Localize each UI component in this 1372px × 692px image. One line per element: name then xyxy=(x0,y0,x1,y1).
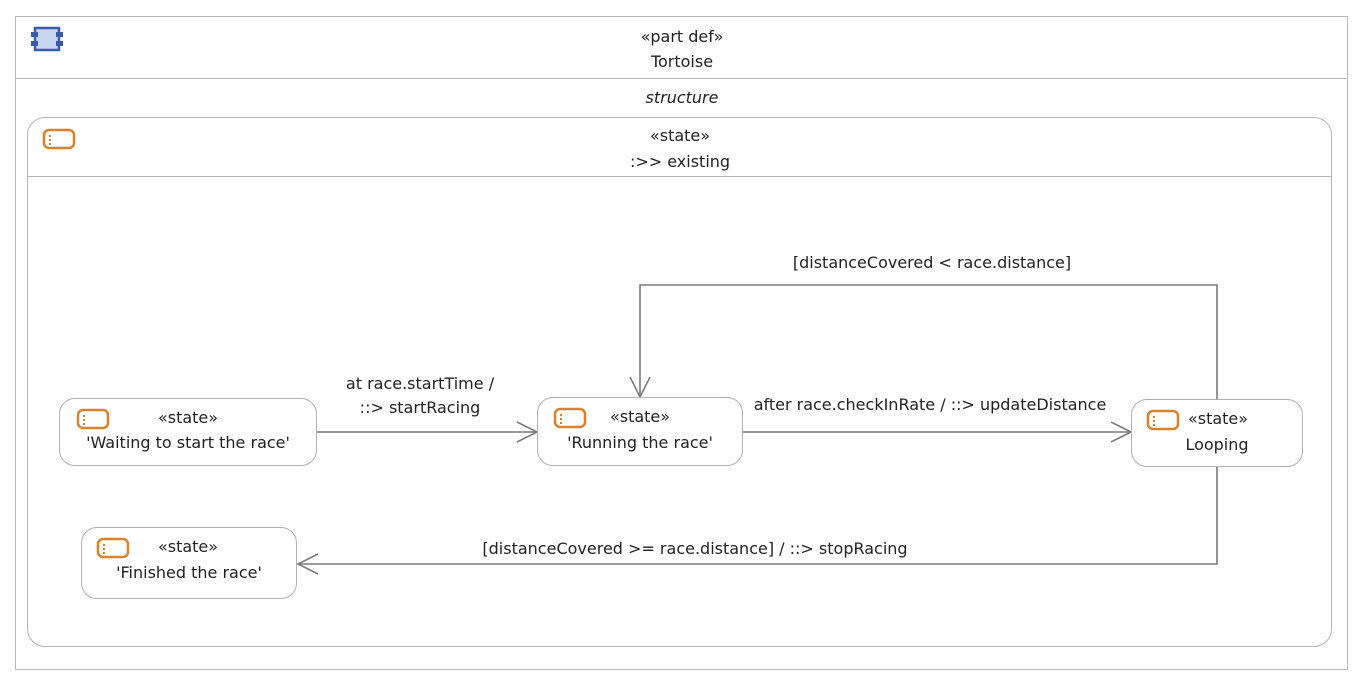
state-running-name: 'Running the race' xyxy=(567,433,713,452)
state-running-stereotype: «state» xyxy=(609,407,671,426)
state-icon xyxy=(76,408,110,430)
part-def-stereotype: «part def» xyxy=(640,27,724,46)
transition-label-start-line1: at race.startTime / xyxy=(345,374,495,393)
container-state-name: :>> existing xyxy=(629,152,731,171)
edge-looping-to-running xyxy=(639,284,1218,399)
edge-looping-to-finished xyxy=(298,467,1218,565)
state-icon xyxy=(1146,409,1180,431)
transition-label-stop: [distanceCovered >= race.distance] / ::>… xyxy=(482,539,908,558)
state-finished-stereotype: «state» xyxy=(157,537,219,556)
container-state-stereotype: «state» xyxy=(649,126,711,145)
part-def-icon xyxy=(31,26,63,52)
state-waiting-name: 'Waiting to start the race' xyxy=(86,433,290,452)
part-def-name: Tortoise xyxy=(650,52,714,71)
state-running[interactable] xyxy=(537,397,743,466)
arrowhead-finished xyxy=(296,553,319,575)
state-waiting-stereotype: «state» xyxy=(157,408,219,427)
container-state-frame[interactable] xyxy=(27,117,1332,647)
transition-label-loop-guard: [distanceCovered < race.distance] xyxy=(792,253,1072,272)
part-def-frame xyxy=(15,16,1348,670)
container-state-divider xyxy=(27,176,1332,177)
part-def-header-divider xyxy=(15,78,1348,79)
state-looping-name: Looping xyxy=(1185,435,1249,454)
state-finished-name: 'Finished the race' xyxy=(116,563,262,582)
transition-label-checkin: after race.checkInRate / ::> updateDista… xyxy=(753,395,1107,414)
transition-label-start-line2: ::> startRacing xyxy=(359,398,481,417)
compartment-title: structure xyxy=(645,88,719,107)
state-looping-stereotype: «state» xyxy=(1187,409,1249,428)
state-icon xyxy=(96,537,130,559)
state-icon xyxy=(42,128,76,150)
state-icon xyxy=(553,407,587,429)
